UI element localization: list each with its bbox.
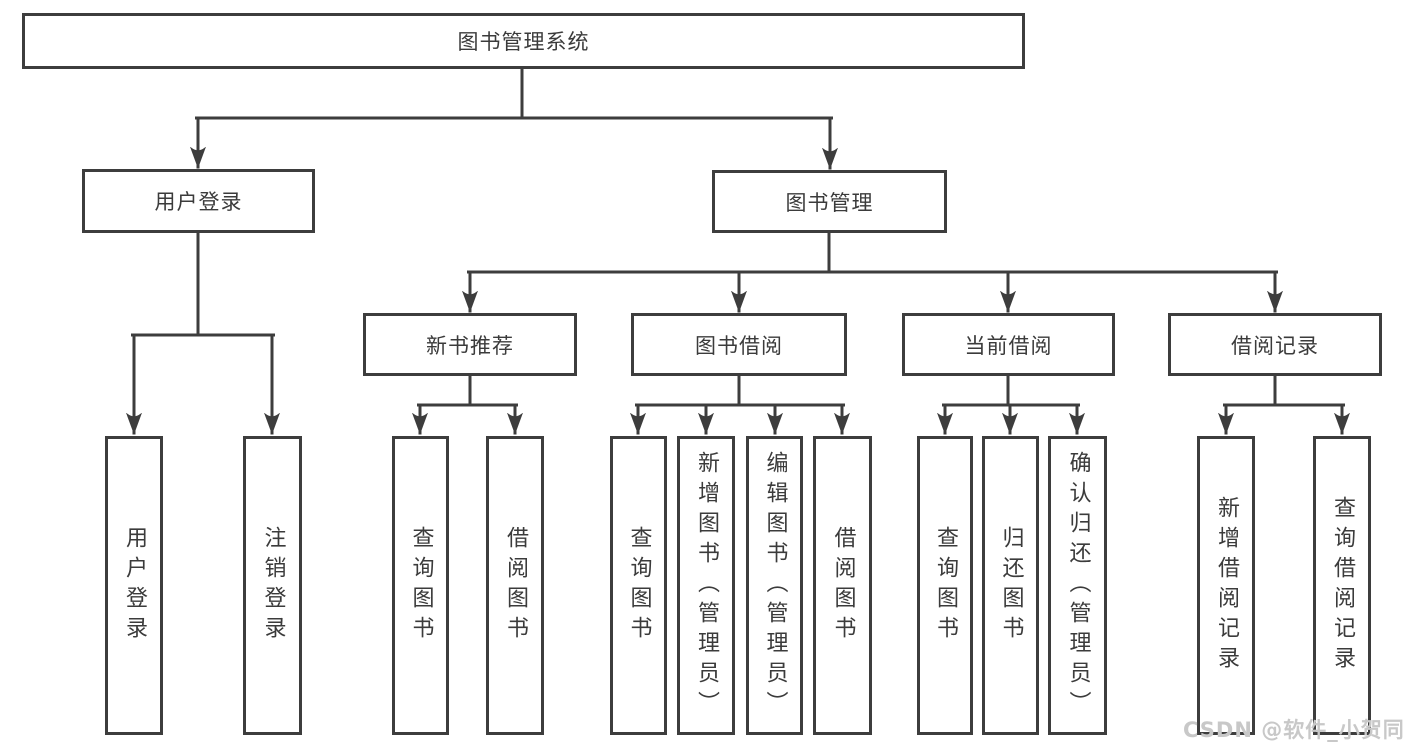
leaf-logout-label: 注销登录 [260, 525, 286, 646]
leaf-add-borrow-record: 新增借阅记录 [1197, 436, 1255, 735]
leaf-user-login-label: 用户登录 [122, 525, 147, 646]
node-user-login: 用户登录 [82, 169, 315, 233]
leaf-add-borrow-record-label: 新增借阅记录 [1214, 495, 1239, 676]
leaf-logout: 注销登录 [243, 436, 302, 735]
node-new-book-recommend-label: 新书推荐 [426, 333, 514, 358]
leaf-edit-books-admin-label: 编辑图书（管理员） [762, 450, 788, 721]
node-book-borrowing: 图书借阅 [631, 313, 847, 376]
node-borrowing-records: 借阅记录 [1168, 313, 1382, 376]
leaf-borrow-books: 借阅图书 [813, 436, 872, 735]
node-root-system-label: 图书管理系统 [457, 30, 590, 54]
leaf-query-borrow-record: 查询借阅记录 [1313, 436, 1371, 735]
leaf-query-books-current-label: 查询图书 [933, 525, 958, 646]
node-current-borrowing-label: 当前借阅 [964, 333, 1053, 358]
leaf-add-books-admin-label: 新增图书（管理员） [694, 450, 719, 721]
node-book-borrowing-label: 图书借阅 [695, 333, 783, 358]
node-book-management: 图书管理 [712, 170, 947, 233]
leaf-query-books-recommend: 查询图书 [392, 436, 449, 735]
leaf-add-books-admin: 新增图书（管理员） [677, 436, 735, 735]
node-new-book-recommend: 新书推荐 [363, 313, 577, 376]
node-root-system: 图书管理系统 [22, 13, 1025, 69]
leaf-query-borrow-record-label: 查询借阅记录 [1330, 495, 1355, 676]
leaf-confirm-return-admin: 确认归还（管理员） [1048, 436, 1107, 735]
leaf-borrow-books-recommend: 借阅图书 [486, 436, 544, 735]
csdn-watermark: CSDN @软件_小贺同学 [1183, 718, 1405, 742]
leaf-user-login: 用户登录 [105, 436, 163, 735]
node-book-management-label: 图书管理 [785, 190, 874, 215]
leaf-return-books: 归还图书 [982, 436, 1039, 735]
node-user-login-label: 用户登录 [154, 190, 243, 214]
leaf-edit-books-admin: 编辑图书（管理员） [746, 436, 803, 735]
leaf-borrow-books-label: 借阅图书 [830, 525, 856, 646]
leaf-return-books-label: 归还图书 [998, 525, 1024, 646]
leaf-borrow-books-recommend-label: 借阅图书 [503, 525, 528, 646]
leaf-query-books-borrow: 查询图书 [610, 436, 667, 735]
leaf-query-books-recommend-label: 查询图书 [408, 525, 434, 646]
node-borrowing-records-label: 借阅记录 [1231, 333, 1319, 358]
leaf-query-books-borrow-label: 查询图书 [626, 525, 652, 646]
leaf-query-books-current: 查询图书 [917, 436, 973, 735]
node-current-borrowing: 当前借阅 [902, 313, 1115, 376]
leaf-confirm-return-admin-label: 确认归还（管理员） [1065, 450, 1091, 721]
